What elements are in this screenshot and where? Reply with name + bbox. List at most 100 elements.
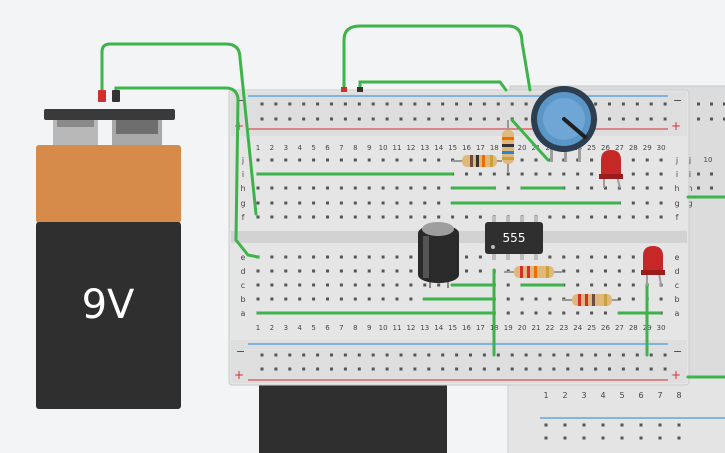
- breadboard-hole[interactable]: [326, 297, 329, 301]
- breadboard-hole[interactable]: [312, 158, 316, 162]
- breadboard-hole[interactable]: [339, 297, 343, 301]
- breadboard-hole[interactable]: [590, 172, 594, 176]
- breadboard-hole[interactable]: [381, 283, 385, 287]
- breadboard-hole[interactable]: [256, 201, 260, 205]
- breadboard-hole[interactable]: [312, 255, 316, 259]
- breadboard-hole[interactable]: [395, 255, 399, 259]
- breadboard-hole[interactable]: [506, 283, 510, 287]
- breadboard-2-hole[interactable]: [723, 102, 725, 106]
- rail-hole[interactable]: [288, 367, 292, 371]
- battery-9v[interactable]: 9V: [36, 109, 181, 409]
- rail-hole[interactable]: [649, 367, 653, 371]
- breadboard-hole[interactable]: [312, 283, 316, 287]
- breadboard-2-hole[interactable]: [639, 436, 643, 440]
- rail-hole[interactable]: [455, 117, 459, 121]
- rail-hole[interactable]: [469, 367, 472, 371]
- breadboard-hole[interactable]: [367, 269, 371, 273]
- breadboard-hole[interactable]: [617, 255, 621, 259]
- rail-hole[interactable]: [441, 117, 445, 121]
- rail-hole[interactable]: [455, 102, 459, 106]
- breadboard-hole[interactable]: [395, 201, 399, 205]
- breadboard-2-hole[interactable]: [582, 423, 586, 427]
- breadboard-hole[interactable]: [548, 255, 552, 259]
- breadboard-hole[interactable]: [548, 311, 552, 315]
- battery-lead-black[interactable]: [112, 90, 120, 102]
- breadboard-hole[interactable]: [381, 269, 385, 273]
- rail-hole[interactable]: [524, 367, 528, 371]
- breadboard-hole[interactable]: [256, 269, 260, 273]
- breadboard-hole[interactable]: [520, 297, 524, 301]
- breadboard-hole[interactable]: [451, 215, 455, 219]
- rail-hole[interactable]: [274, 102, 278, 106]
- breadboard-hole[interactable]: [645, 186, 649, 190]
- rail-hole[interactable]: [524, 117, 528, 121]
- rail-hole[interactable]: [538, 367, 542, 371]
- led-1[interactable]: [599, 150, 623, 189]
- breadboard-hole[interactable]: [312, 297, 316, 301]
- breadboard-hole[interactable]: [423, 186, 427, 190]
- breadboard-hole[interactable]: [548, 215, 552, 219]
- breadboard-hole[interactable]: [395, 269, 399, 273]
- breadboard-hole[interactable]: [339, 283, 343, 287]
- rail-hole[interactable]: [455, 353, 459, 357]
- breadboard-hole[interactable]: [312, 201, 316, 205]
- breadboard-hole[interactable]: [604, 186, 607, 190]
- breadboard-hole[interactable]: [284, 158, 288, 162]
- breadboard-hole[interactable]: [659, 215, 663, 219]
- breadboard-hole[interactable]: [659, 201, 663, 205]
- breadboard-hole[interactable]: [562, 158, 566, 162]
- rail-hole[interactable]: [496, 353, 500, 357]
- rail-hole[interactable]: [371, 353, 375, 357]
- breadboard-hole[interactable]: [604, 283, 607, 287]
- rail-hole[interactable]: [260, 367, 264, 371]
- breadboard-hole[interactable]: [353, 283, 357, 287]
- breadboard-hole[interactable]: [631, 255, 635, 259]
- breadboard-hole[interactable]: [270, 186, 274, 190]
- rail-hole[interactable]: [635, 117, 639, 121]
- breadboard-hole[interactable]: [576, 255, 580, 259]
- breadboard-hole[interactable]: [395, 158, 399, 162]
- breadboard-hole[interactable]: [367, 283, 371, 287]
- breadboard-hole[interactable]: [548, 172, 552, 176]
- breadboard-hole[interactable]: [631, 215, 635, 219]
- breadboard-hole[interactable]: [478, 172, 482, 176]
- rail-hole[interactable]: [399, 117, 403, 121]
- breadboard-hole[interactable]: [590, 255, 594, 259]
- breadboard-hole[interactable]: [478, 215, 482, 219]
- rail-hole[interactable]: [274, 367, 278, 371]
- breadboard-hole[interactable]: [423, 201, 427, 205]
- breadboard-hole[interactable]: [659, 158, 663, 162]
- breadboard-hole[interactable]: [256, 186, 260, 190]
- breadboard-hole[interactable]: [284, 297, 288, 301]
- rail-hole[interactable]: [635, 353, 639, 357]
- breadboard-hole[interactable]: [576, 215, 580, 219]
- breadboard-hole[interactable]: [576, 172, 580, 176]
- rail-hole[interactable]: [302, 117, 306, 121]
- breadboard-hole[interactable]: [353, 269, 357, 273]
- rail-hole[interactable]: [357, 353, 361, 357]
- breadboard-hole[interactable]: [478, 269, 482, 273]
- breadboard-hole[interactable]: [409, 269, 413, 273]
- rail-hole[interactable]: [427, 102, 431, 106]
- breadboard-hole[interactable]: [284, 283, 288, 287]
- rail-hole[interactable]: [371, 117, 375, 121]
- breadboard-hole[interactable]: [298, 269, 302, 273]
- rail-hole[interactable]: [427, 367, 431, 371]
- breadboard-hole[interactable]: [381, 186, 385, 190]
- breadboard-hole[interactable]: [256, 158, 260, 162]
- breadboard-hole[interactable]: [492, 172, 496, 176]
- rail-hole[interactable]: [621, 367, 625, 371]
- breadboard-hole[interactable]: [562, 215, 566, 219]
- breadboard-hole[interactable]: [409, 255, 413, 259]
- breadboard-hole[interactable]: [339, 201, 343, 205]
- breadboard-hole[interactable]: [465, 215, 468, 219]
- rail-hole[interactable]: [330, 353, 333, 357]
- breadboard-hole[interactable]: [284, 215, 288, 219]
- rail-hole[interactable]: [330, 102, 333, 106]
- rail-hole[interactable]: [399, 367, 403, 371]
- rail-hole[interactable]: [538, 353, 542, 357]
- breadboard-2-hole[interactable]: [710, 186, 713, 190]
- rail-hole[interactable]: [594, 353, 598, 357]
- breadboard-hole[interactable]: [381, 255, 385, 259]
- breadboard-2-hole[interactable]: [620, 436, 624, 440]
